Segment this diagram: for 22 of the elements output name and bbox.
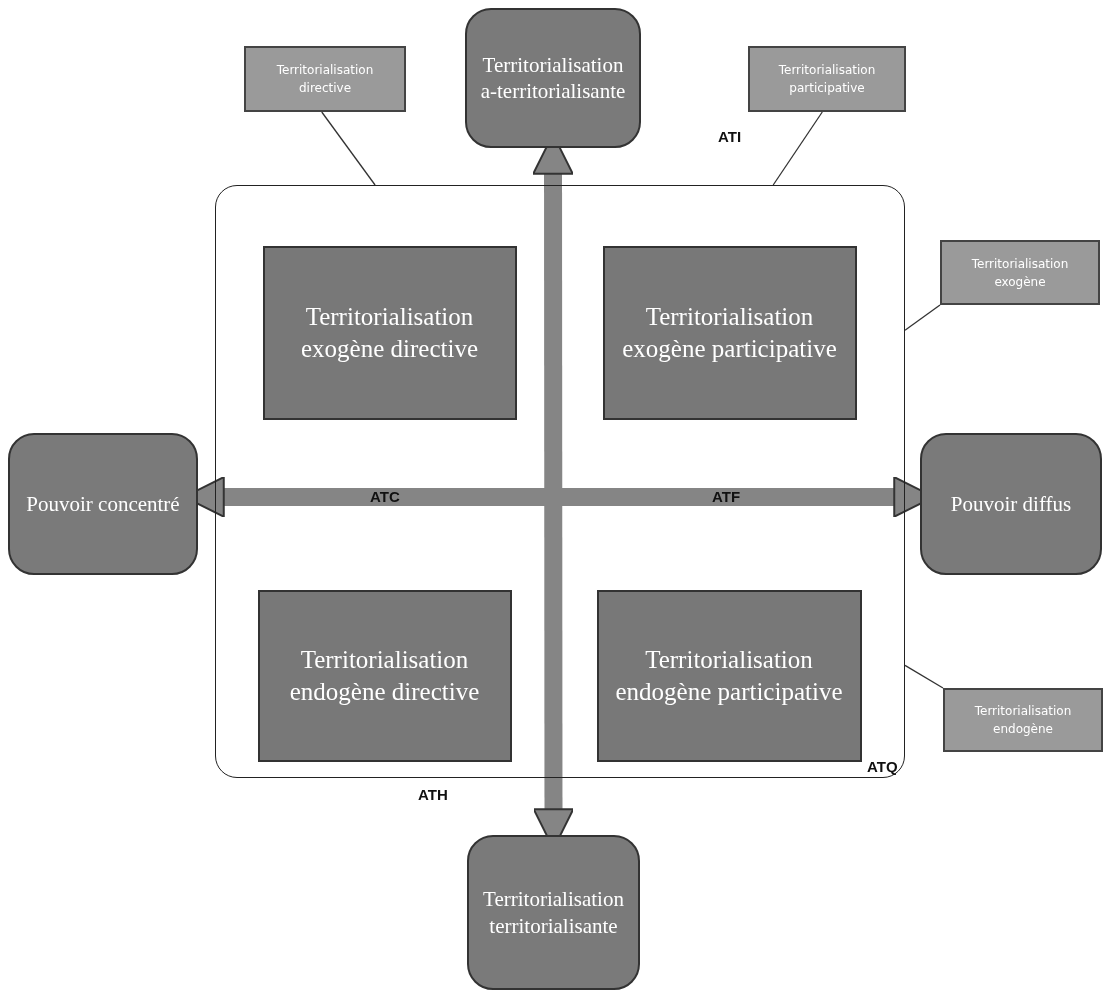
rounded-box: Territorialisation a-territorialisante [465, 8, 641, 148]
quadrant-box: Territorialisation exogène directive [262, 245, 517, 420]
rounded-box: Territorialisation territorialisante [467, 835, 640, 990]
axis-label: ATI [718, 128, 742, 145]
axis-label: ATF [712, 488, 741, 505]
axis-label: ATH [418, 786, 448, 803]
rounded-box: Pouvoir diffus [920, 433, 1102, 575]
quadrant-box: Territorialisation endogène directive [257, 589, 512, 762]
quadrant-box: Territorialisation endogène participative [596, 589, 862, 762]
leader-line [904, 304, 941, 331]
axis-label: ATC [370, 488, 400, 505]
rounded-box: Pouvoir concentré [8, 433, 198, 575]
axis-label: ATQ [867, 758, 898, 775]
quadrant-box: Territorialisation exogène participative [602, 245, 857, 420]
leader-line [321, 111, 376, 186]
tag-box: Territorialisation participative [748, 46, 906, 112]
leader-line [772, 111, 823, 186]
tag-box: Territorialisation endogène [943, 688, 1103, 752]
tag-box: Territorialisation directive [244, 46, 406, 112]
leader-line [904, 664, 944, 689]
frame-box [215, 185, 905, 778]
tag-box: Territorialisation exogène [940, 240, 1100, 305]
